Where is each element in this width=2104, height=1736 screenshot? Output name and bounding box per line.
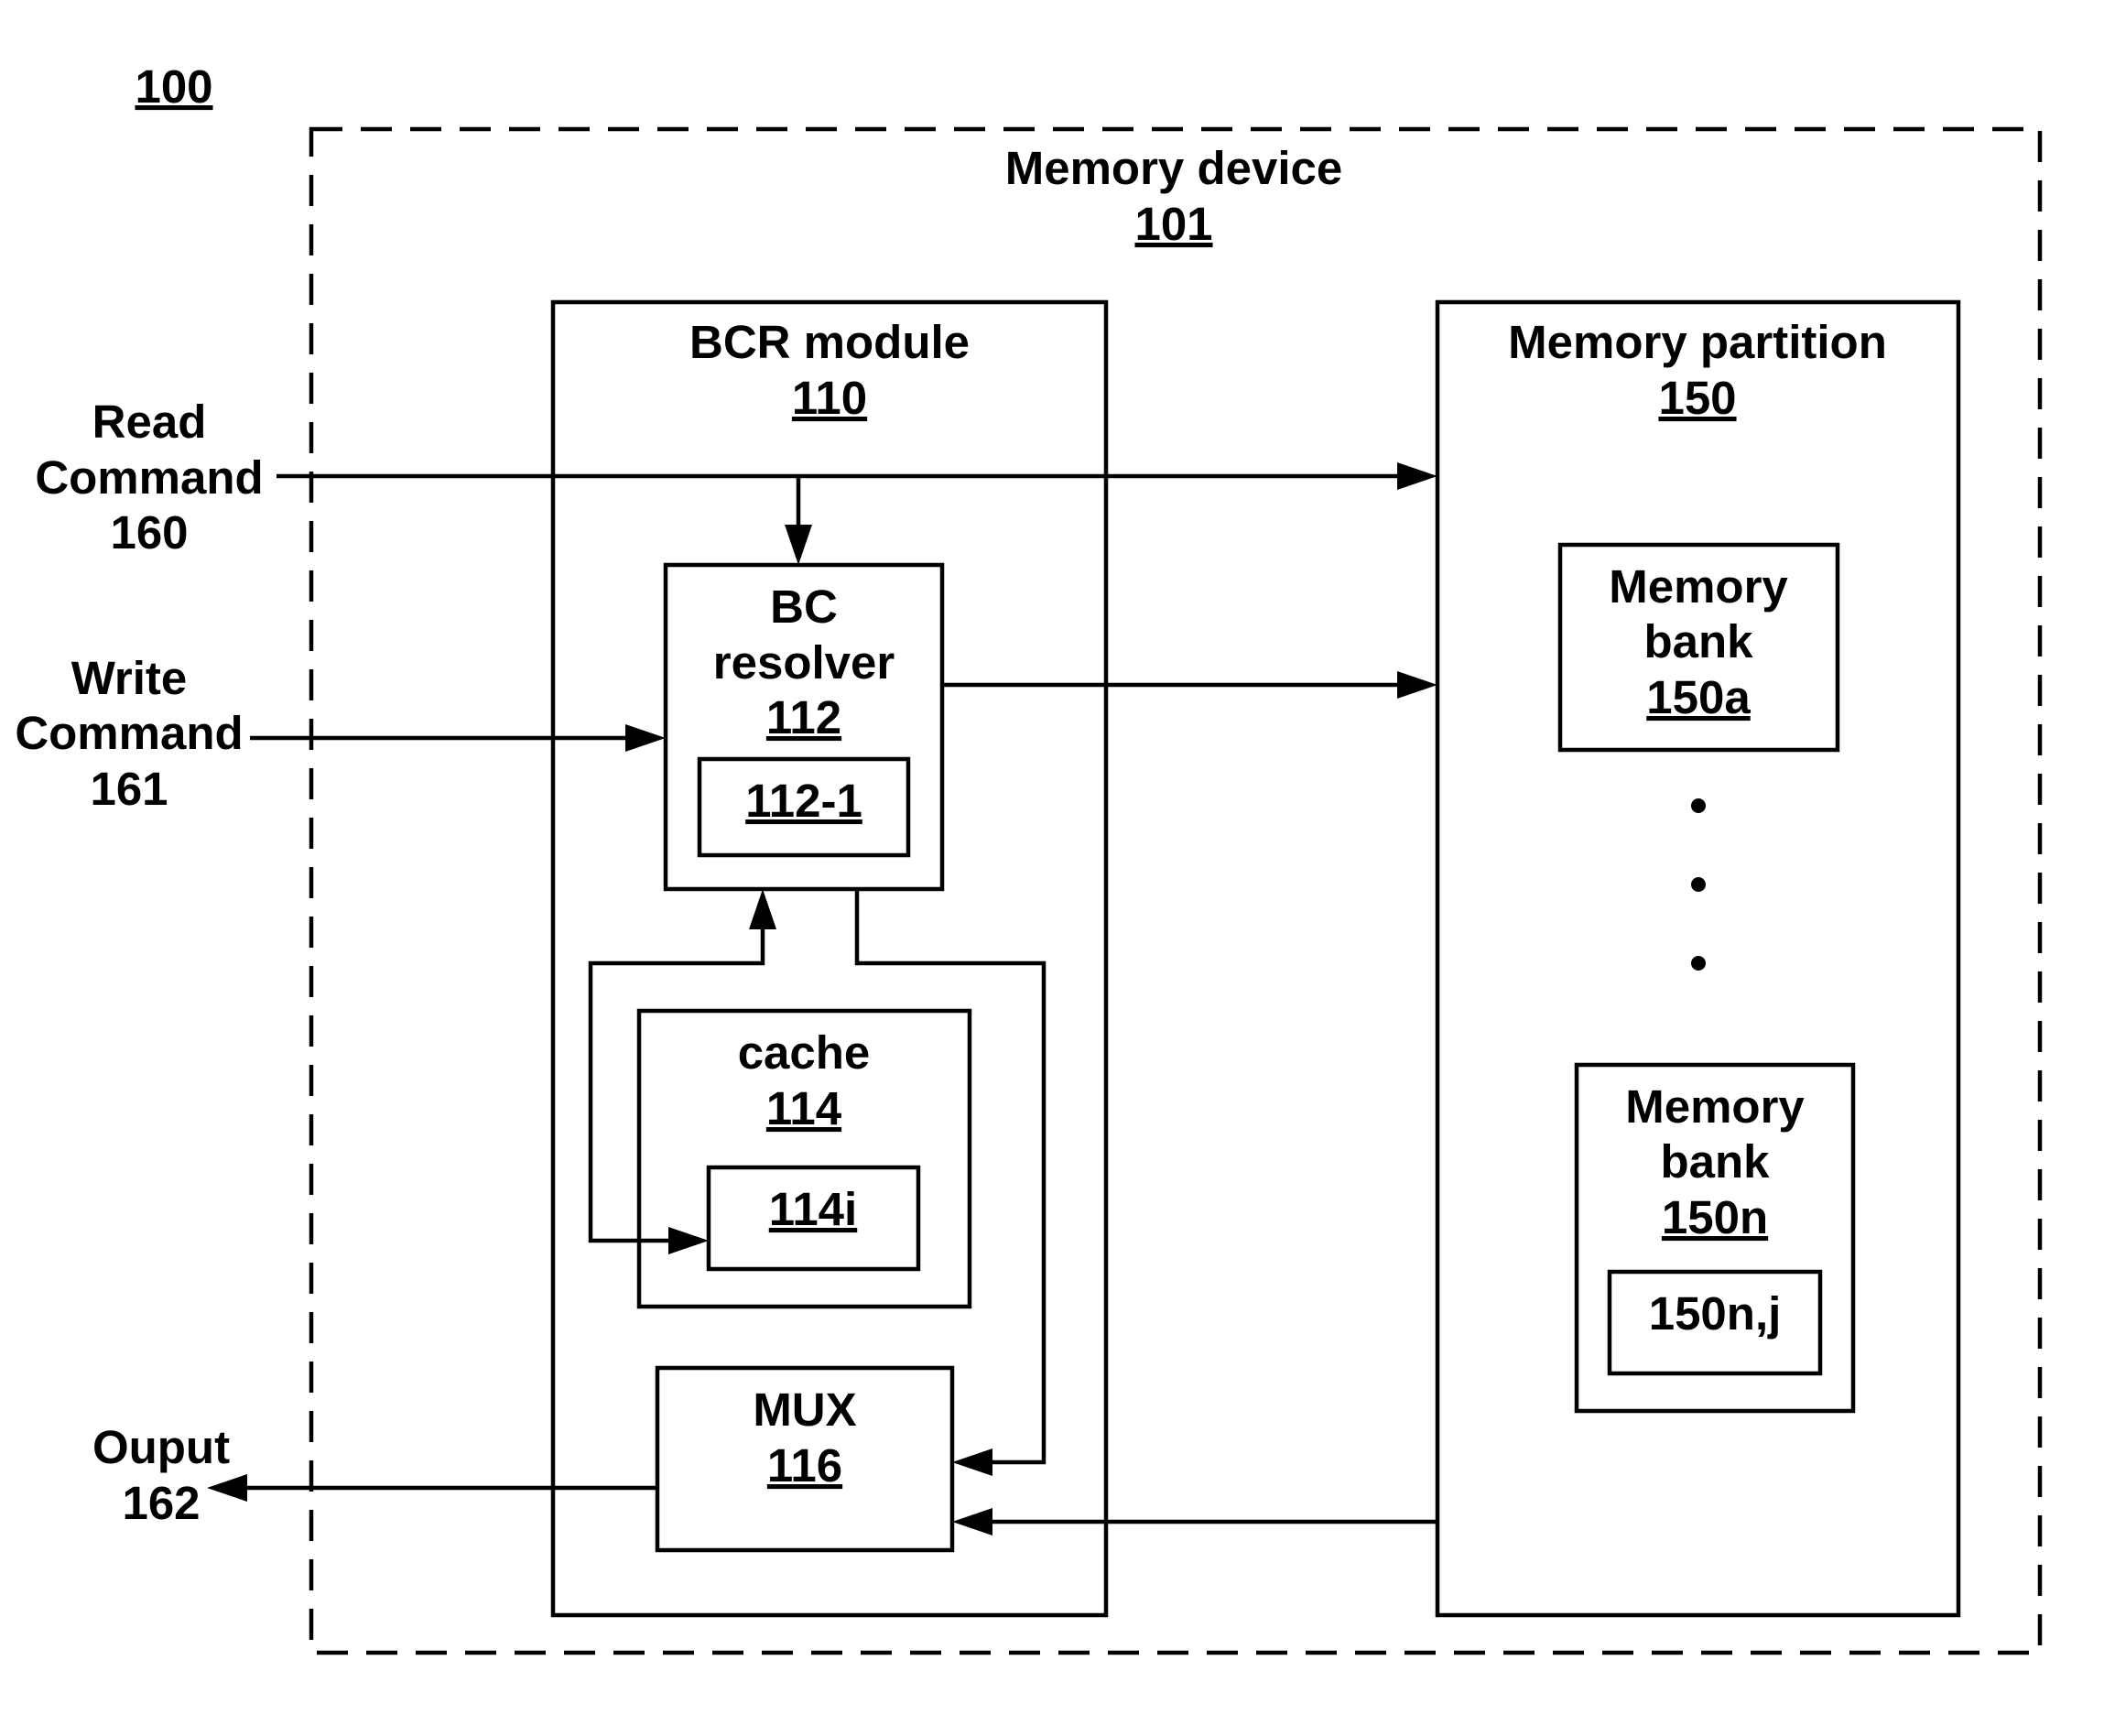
memory-bank-a-ref: 150a — [1646, 671, 1751, 723]
bc-resolver-line1: BC — [770, 580, 838, 633]
partition-to-mux-arrowhead — [952, 1508, 992, 1535]
memory-device-ref: 101 — [1134, 198, 1212, 250]
mux-ref: 116 — [767, 1439, 842, 1492]
memory-partition-ref: 150 — [1658, 372, 1736, 424]
resolver-to-mux-arrowhead — [952, 1448, 992, 1476]
cache-title: cache — [738, 1026, 871, 1079]
output-arrowhead — [207, 1474, 247, 1502]
cache-entry-arrowhead — [668, 1227, 709, 1254]
write-command-line2: Command — [15, 707, 243, 759]
cache-loop-line — [591, 927, 763, 1241]
cache-ref: 114 — [766, 1082, 842, 1134]
write-command-ref: 161 — [90, 763, 168, 815]
output-ref: 162 — [122, 1477, 200, 1529]
memory-device-title: Memory device — [1005, 142, 1343, 194]
memory-partition-title: Memory partition — [1508, 316, 1887, 368]
ellipsis-dot — [1691, 956, 1706, 971]
memory-bank-n-line1: Memory — [1625, 1080, 1805, 1133]
write-command-arrowhead — [625, 724, 666, 752]
bc-resolver-sub-label: 112-1 — [745, 775, 862, 827]
bcr-module-ref: 110 — [792, 372, 867, 424]
read-command-arrowhead — [1397, 462, 1437, 490]
ellipsis-dot — [1691, 877, 1706, 892]
cache-entry-label: 114i — [769, 1183, 857, 1235]
write-command-line1: Write — [71, 652, 188, 704]
read-command-line2: Command — [35, 451, 263, 504]
bcr-module-title: BCR module — [689, 316, 970, 368]
read-command-ref: 160 — [110, 506, 188, 559]
read-branch-arrowhead — [785, 525, 812, 565]
resolver-input-arrowhead — [749, 889, 776, 929]
mux-title: MUX — [753, 1383, 856, 1436]
read-command-line1: Read — [92, 396, 207, 448]
memory-bank-n-entry-label: 150n,j — [1649, 1287, 1782, 1340]
output-line1: Ouput — [92, 1421, 230, 1473]
memory-bank-a-line2: bank — [1643, 615, 1753, 667]
bc-resolver-line2: resolver — [713, 636, 895, 689]
ellipsis-dot — [1691, 798, 1706, 813]
bc-resolver-ref: 112 — [766, 691, 841, 743]
figure-ref: 100 — [135, 60, 212, 113]
resolver-to-partition-arrowhead — [1397, 671, 1437, 699]
memory-bank-n-ref: 150n — [1662, 1191, 1768, 1243]
memory-bank-n-line2: bank — [1660, 1135, 1770, 1188]
memory-bank-a-line1: Memory — [1609, 560, 1788, 613]
